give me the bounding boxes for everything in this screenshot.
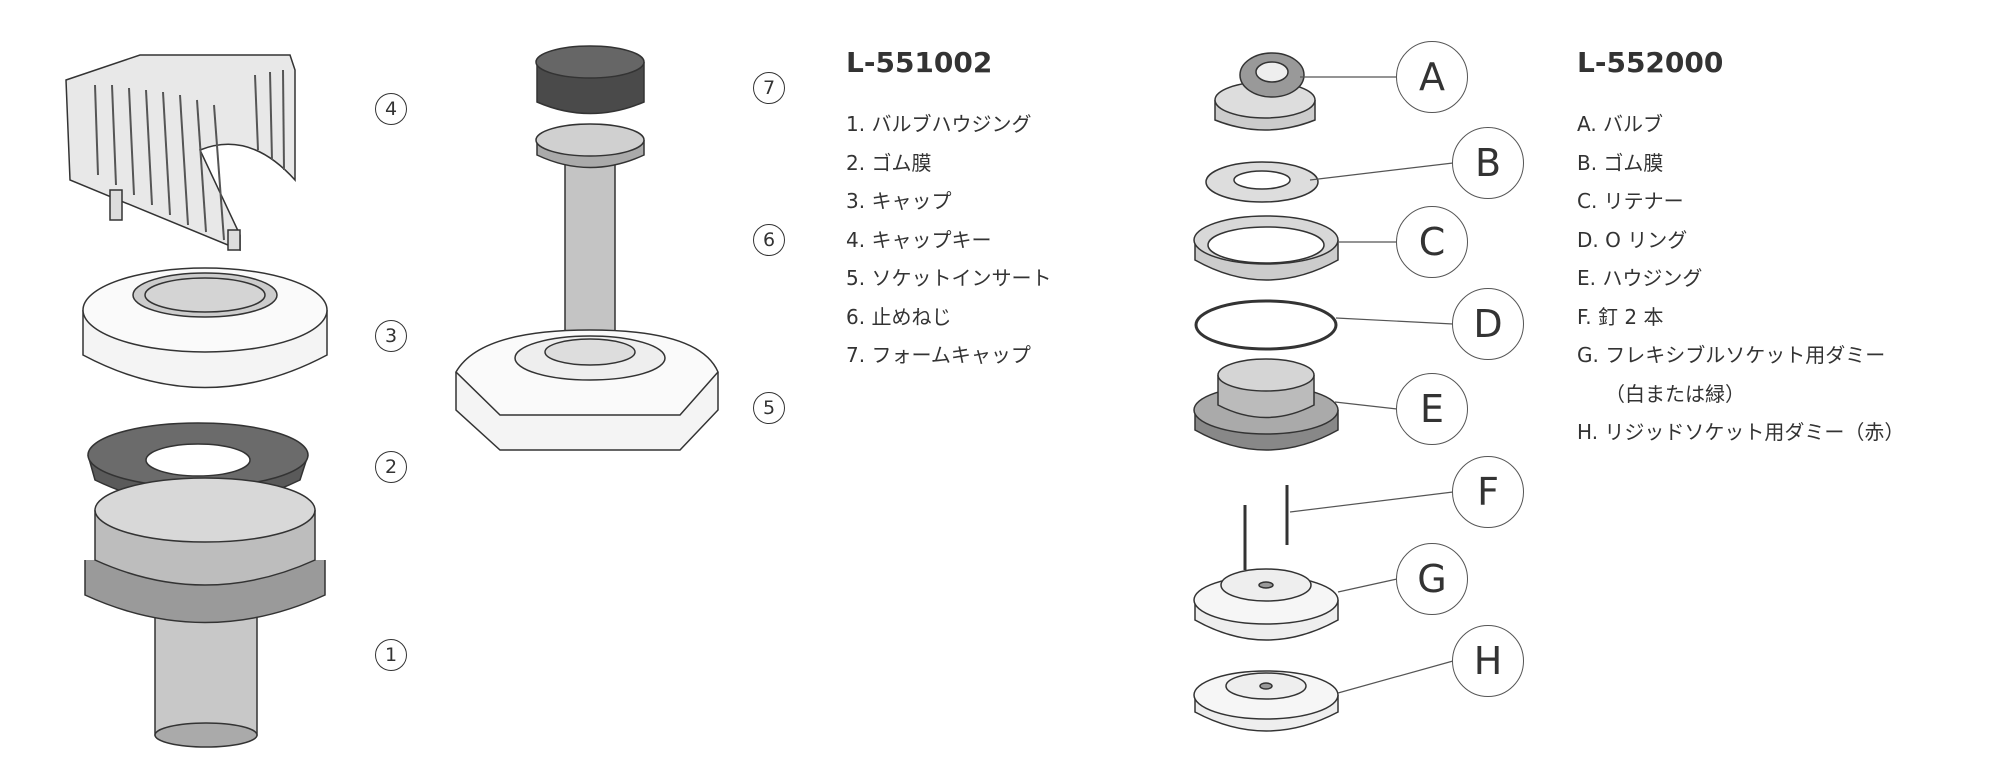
dummy-h-drawing bbox=[1193, 670, 1339, 732]
retainer-c-drawing bbox=[1193, 215, 1339, 281]
callout-3: 3 bbox=[375, 320, 407, 352]
callout-f: F bbox=[1452, 456, 1524, 528]
callout-a: A bbox=[1396, 41, 1468, 113]
callout-6: 6 bbox=[753, 224, 785, 256]
bulb-housing-drawing bbox=[84, 477, 326, 748]
cap-key-drawing bbox=[65, 54, 296, 252]
list-item: 6. 止めねじ bbox=[846, 304, 952, 329]
list-item: 4. キャップキー bbox=[846, 227, 992, 252]
housing-e-drawing bbox=[1193, 358, 1339, 451]
callout-2: 2 bbox=[375, 451, 407, 483]
list-item: F. 釘 2 本 bbox=[1577, 304, 1664, 329]
cap-drawing bbox=[82, 267, 328, 389]
nails-f-drawing bbox=[1243, 485, 1289, 570]
callout-5: 5 bbox=[753, 392, 785, 424]
list-item: A. バルブ bbox=[1577, 112, 1664, 136]
callout-4: 4 bbox=[375, 93, 407, 125]
left-kit-parts-list: 1. バルブハウジング 2. ゴム膜 3. キャップ 4. キャップキー 5. … bbox=[846, 105, 1051, 375]
callout-b: B bbox=[1452, 127, 1524, 199]
list-item: 3. キャップ bbox=[846, 189, 952, 213]
callout-g: G bbox=[1396, 543, 1468, 615]
left-kit-title: L-551002 bbox=[846, 46, 993, 79]
callout-e: E bbox=[1396, 373, 1468, 445]
callout-c: C bbox=[1396, 206, 1468, 278]
o-ring-d-drawing bbox=[1194, 299, 1338, 351]
list-item: G. フレキシブルソケット用ダミー bbox=[1577, 343, 1886, 367]
bulb-a-drawing bbox=[1214, 52, 1316, 131]
list-item: E. ハウジング bbox=[1577, 266, 1703, 290]
right-kit-parts-list: A. バルブ B. ゴム膜 C. リテナー D. O リング E. ハウジング … bbox=[1577, 105, 1904, 452]
right-kit-title: L-552000 bbox=[1577, 46, 1724, 79]
callout-d: D bbox=[1452, 288, 1524, 360]
callout-7: 7 bbox=[753, 72, 785, 104]
callout-1: 1 bbox=[375, 639, 407, 671]
socket-insert-drawing bbox=[455, 329, 719, 451]
list-item: 5. ソケットインサート bbox=[846, 266, 1052, 290]
callout-h: H bbox=[1452, 625, 1524, 697]
dummy-g-drawing bbox=[1193, 568, 1339, 641]
list-item: D. O リング bbox=[1577, 227, 1688, 252]
list-item: 1. バルブハウジング bbox=[846, 112, 1032, 136]
list-item: 2. ゴム膜 bbox=[846, 150, 932, 175]
leader-lines bbox=[1289, 76, 1454, 694]
set-screw-drawing bbox=[535, 123, 645, 380]
list-item: 7. フォームキャップ bbox=[846, 343, 1031, 367]
list-item: B. ゴム膜 bbox=[1577, 150, 1664, 175]
list-item: H. リジッドソケット用ダミー（赤） bbox=[1577, 420, 1905, 444]
membrane-b-drawing bbox=[1205, 161, 1319, 203]
list-item: C. リテナー bbox=[1577, 189, 1684, 213]
foam-cap-drawing bbox=[535, 45, 645, 115]
list-item-continuation: （白または緑） bbox=[1605, 381, 1745, 406]
